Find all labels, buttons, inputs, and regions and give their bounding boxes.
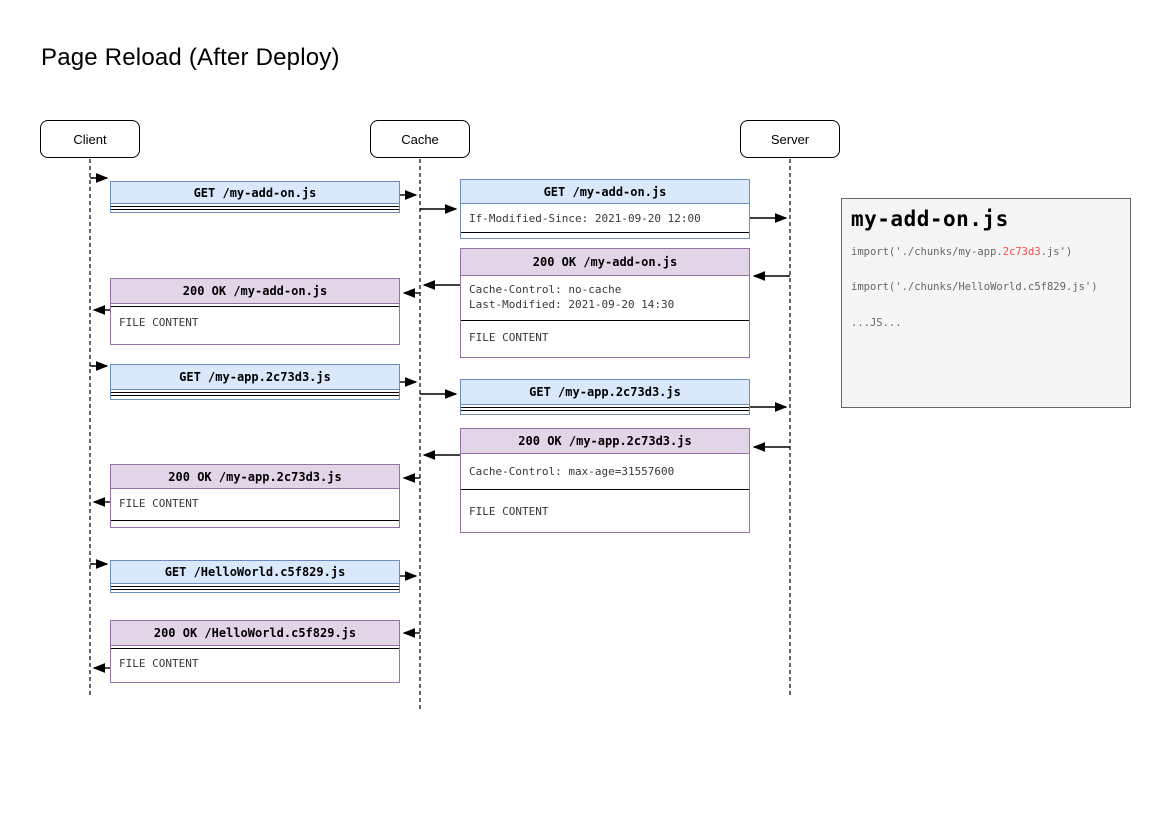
- divider: [111, 306, 399, 307]
- code-panel-my-add-on: my-add-on.js import('./chunks/my-app.2c7…: [841, 198, 1131, 408]
- message-headers-text: Cache-Control: max-age=31557600: [461, 454, 749, 490]
- message-header: GET /my-add-on.js: [111, 182, 399, 204]
- divider: [111, 392, 399, 396]
- actor-cache-label: Cache: [401, 131, 439, 147]
- message-header: GET /my-app.2c73d3.js: [111, 365, 399, 390]
- message-200-my-add-on-server: 200 OK /my-add-on.js Cache-Control: no-c…: [460, 248, 750, 358]
- code-text: .js'): [1040, 246, 1073, 258]
- message-header: 200 OK /my-add-on.js: [111, 279, 399, 304]
- message-header: GET /my-app.2c73d3.js: [461, 380, 749, 405]
- file-content-label: FILE CONTENT: [469, 505, 549, 518]
- code-line-import-my-app: import('./chunks/my-app.2c73d3.js'): [851, 246, 1072, 258]
- divider: [111, 520, 399, 521]
- message-header: 200 OK /my-app.2c73d3.js: [461, 429, 749, 454]
- message-header: GET /HelloWorld.c5f829.js: [111, 561, 399, 584]
- message-200-my-add-on-client: 200 OK /my-add-on.js FILE CONTENT: [110, 278, 400, 345]
- message-200-my-app-client: 200 OK /my-app.2c73d3.js FILE CONTENT: [110, 464, 400, 528]
- page-title: Page Reload (After Deploy): [41, 44, 340, 71]
- code-text: import('./chunks/my-app.: [851, 246, 1003, 258]
- divider: [111, 206, 399, 210]
- actor-server: Server: [740, 120, 840, 158]
- message-header: GET /my-add-on.js: [461, 180, 749, 204]
- message-get-my-app-cache: GET /my-app.2c73d3.js: [460, 379, 750, 415]
- header-line: Last-Modified: 2021-09-20 14:30: [469, 298, 675, 311]
- message-get-helloworld-client: GET /HelloWorld.c5f829.js: [110, 560, 400, 593]
- message-200-my-app-server: 200 OK /my-app.2c73d3.js Cache-Control: …: [460, 428, 750, 533]
- actor-client: Client: [40, 120, 140, 158]
- message-header: 200 OK /my-add-on.js: [461, 249, 749, 276]
- code-line-import-helloworld: import('./chunks/HelloWorld.c5f829.js'): [851, 281, 1098, 293]
- code-line-js-ellipsis: ...JS...: [851, 317, 902, 329]
- actor-server-label: Server: [770, 131, 810, 147]
- message-get-my-app-client: GET /my-app.2c73d3.js: [110, 364, 400, 400]
- file-content-label: FILE CONTENT: [119, 657, 199, 670]
- divider: [111, 586, 399, 590]
- actor-cache: Cache: [370, 120, 470, 158]
- message-header: 200 OK /HelloWorld.c5f829.js: [111, 621, 399, 646]
- message-headers-text: Cache-Control: no-cache Last-Modified: 2…: [461, 276, 749, 321]
- divider: [111, 648, 399, 649]
- message-headers-text: If-Modified-Since: 2021-09-20 12:00: [461, 204, 749, 233]
- file-content-label: FILE CONTENT: [469, 331, 549, 344]
- message-get-my-add-on-client: GET /my-add-on.js: [110, 181, 400, 213]
- message-200-helloworld-client: 200 OK /HelloWorld.c5f829.js FILE CONTEN…: [110, 620, 400, 683]
- file-content-label: FILE CONTENT: [119, 316, 199, 329]
- code-panel-title: my-add-on.js: [851, 207, 1009, 231]
- header-line: Cache-Control: no-cache: [469, 283, 622, 296]
- message-header: 200 OK /my-app.2c73d3.js: [111, 465, 399, 489]
- message-get-my-add-on-cache: GET /my-add-on.js If-Modified-Since: 202…: [460, 179, 750, 239]
- hash-highlight: 2c73d3: [1002, 246, 1041, 258]
- file-content-label: FILE CONTENT: [119, 497, 199, 510]
- actor-client-label: Client: [73, 131, 107, 147]
- divider: [461, 407, 749, 411]
